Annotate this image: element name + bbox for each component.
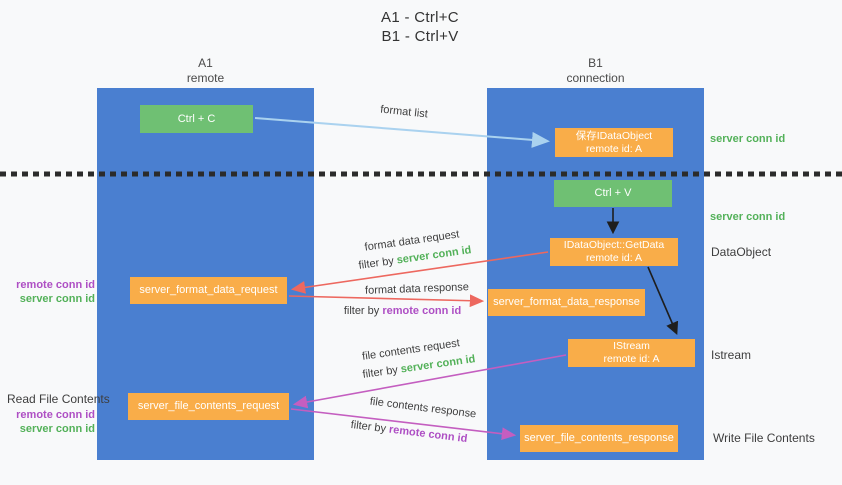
server-format-data-request-label: server_format_data_request [139,284,278,296]
format-data-request-arrow [290,251,549,294]
server-format-data-request-box: server_format_data_request [130,277,287,304]
server-conn-id-label-left-2: server conn id [19,423,95,435]
server-format-data-response-box: server_format_data_response [488,289,645,316]
column-b1-subtitle: connection [566,71,625,85]
ctrl-c-label: Ctrl + C [177,112,216,125]
server-file-contents-request-label: server_file_contents_request [137,400,280,412]
format-conn-id-pair: remote conn id server conn id [5,278,95,306]
column-a1-subtitle: remote [186,71,225,85]
getdata-line2: remote id: A [585,252,643,264]
ctrl-v-label: Ctrl + V [594,187,632,199]
server-conn-id-label-top: server conn id [710,133,786,145]
server-file-contents-response-box: server_file_contents_response [520,425,678,452]
column-a1-name: A1 [198,56,213,70]
remote-conn-id-label-1: remote conn id [16,279,95,291]
file-conn-id-pair: remote conn id server conn id [5,408,95,436]
server-conn-id-label-left-1: server conn id [19,293,95,305]
server-file-contents-response-label: server_file_contents_response [524,432,674,444]
format-data-response-arrow [288,294,485,308]
dataobject-label: DataObject [711,245,772,259]
title-line-1: A1 - Ctrl+C [381,9,459,26]
title-line-2: B1 - Ctrl+V [381,28,459,45]
ctrl-c-box: Ctrl + C [140,105,253,133]
column-b1-name: B1 [588,56,603,70]
remote-conn-id-label-2: remote conn id [16,409,95,421]
istream-line2: remote id: A [603,353,660,365]
server-file-contents-request-box: server_file_contents_request [128,393,289,420]
diagram-title: A1 - Ctrl+C B1 - Ctrl+V [280,8,560,46]
filter-by-text: filter by [343,305,380,317]
format-data-response-filter-label: filter by remote conn id [340,305,465,317]
getdata-box: IDataObject::GetData remote id: A [550,238,678,266]
format-list-arrow [254,117,550,148]
istream-box: IStream remote id: A [568,339,695,367]
file-contents-response-arrow [290,408,517,441]
getdata-to-istream-arrow [647,266,679,335]
istream-side-label: Istream [711,348,752,362]
getdata-line1: IDataObject::GetData [563,239,665,251]
server-conn-id-label-mid: server conn id [710,211,786,223]
save-dataobject-line1: 保存IDataObject [575,129,653,142]
server-format-data-response-label: server_format_data_response [493,296,640,308]
remote-conn-id-inline: remote conn id [382,305,462,317]
ctrl-v-box: Ctrl + V [554,180,672,207]
istream-line1: IStream [613,340,650,352]
column-header-a1: A1 remote [97,56,314,86]
column-header-b1: B1 connection [487,56,704,86]
save-dataobject-line2: remote id: A [585,142,643,155]
file-contents-request-arrow [292,354,567,409]
write-file-contents-label: Write File Contents [713,431,815,445]
read-file-contents-label: Read File Contents [7,392,110,406]
save-dataobject-box: 保存IDataObject remote id: A [555,128,673,157]
